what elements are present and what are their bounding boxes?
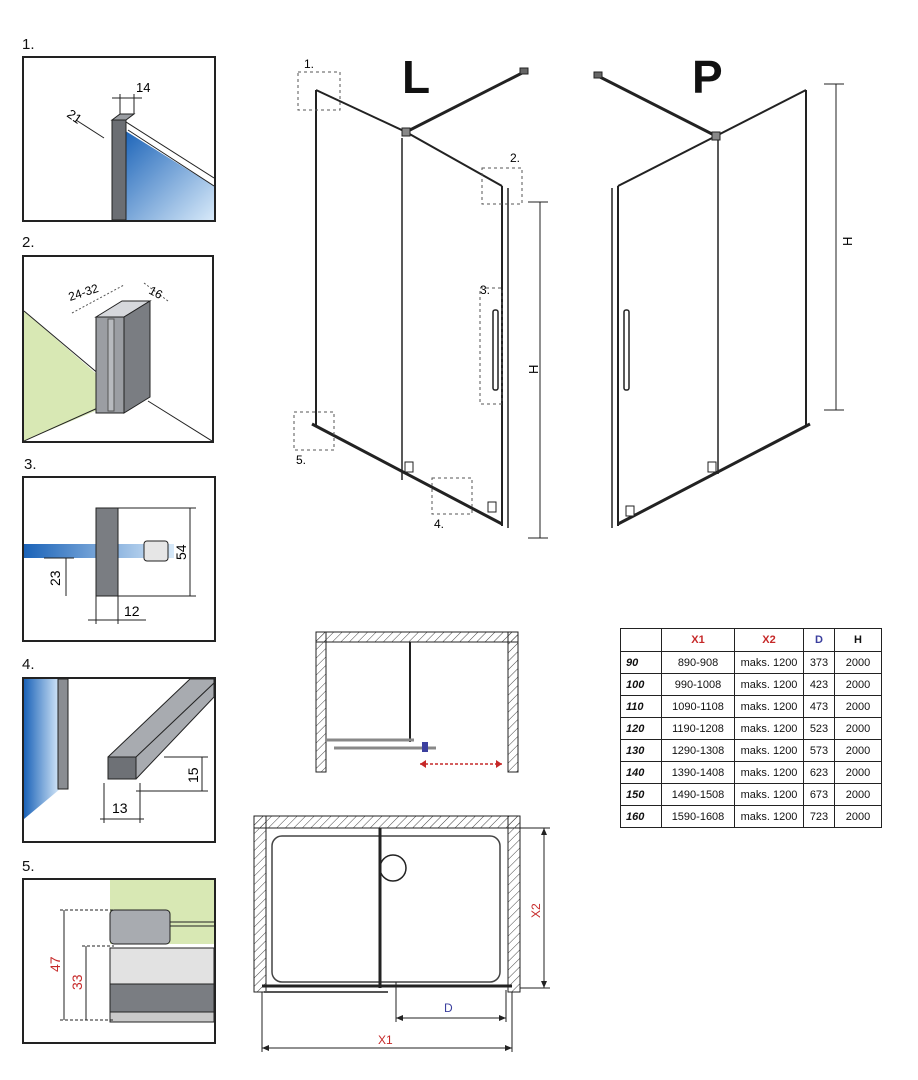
- detail-3-drawing: 54 23 12: [24, 507, 196, 624]
- plan-x1-label: X1: [378, 1033, 393, 1047]
- table-cell-d: 673: [803, 783, 835, 806]
- callout-5-label: 5.: [296, 453, 306, 467]
- table-row: 160 1590-1608 maks. 1200 723 2000: [620, 805, 882, 828]
- table-cell-model: 100: [620, 673, 662, 696]
- table-cell-h: 2000: [834, 739, 882, 762]
- detail-2-number: 2.: [22, 234, 35, 251]
- detail-4-drawing: 15 13: [24, 679, 214, 823]
- detail-5-number: 5.: [22, 858, 35, 875]
- table-cell-x1: 1290-1308: [661, 739, 735, 762]
- table-cell-d: 623: [803, 761, 835, 784]
- detail-2-drawing: 24-32 16: [24, 281, 212, 441]
- table-cell-x2: maks. 1200: [734, 739, 804, 762]
- detail-5-panel: 47 33: [22, 878, 216, 1044]
- table-cell-model: 150: [620, 783, 662, 806]
- detail-3-number: 3.: [24, 456, 37, 473]
- callout-4-label: 4.: [434, 517, 444, 531]
- table-cell-model: 120: [620, 717, 662, 740]
- plan-x2-label: X2: [529, 903, 543, 918]
- left-variant-label: L: [402, 51, 431, 103]
- table-cell-x1: 1590-1608: [661, 805, 735, 828]
- table-cell-h: 2000: [834, 805, 882, 828]
- table-cell-d: 423: [803, 673, 835, 696]
- table-row: 100 990-1008 maks. 1200 423 2000: [620, 673, 882, 696]
- table-cell-h: 2000: [834, 695, 882, 718]
- callout-1-label: 1.: [304, 57, 314, 71]
- table-cell-h: 2000: [834, 651, 882, 674]
- detail-3-dim-54: 54: [173, 544, 189, 560]
- table-cell-d: 573: [803, 739, 835, 762]
- isometric-views: 1. 2. 3. 4. 5. H H: [293, 57, 855, 539]
- right-variant-label: P: [692, 51, 723, 103]
- sliding-top-view: [315, 631, 519, 773]
- table-cell-model: 130: [620, 739, 662, 762]
- detail-4-number: 4.: [22, 656, 35, 673]
- table-cell-x1: 890-908: [661, 651, 735, 674]
- detail-2-panel: 24-32 16: [22, 255, 214, 443]
- detail-4-dim-15: 15: [185, 767, 201, 783]
- detail-2-dim-16: 16: [147, 283, 166, 302]
- table-header-row: X1 X2 D H: [620, 628, 882, 652]
- table-row: 150 1490-1508 maks. 1200 673 2000: [620, 783, 882, 806]
- table-cell-model: 160: [620, 805, 662, 828]
- dimension-table: X1 X2 D H 90 890-908 maks. 1200 373 2000…: [620, 628, 882, 828]
- detail-5-drawing: 47 33: [47, 880, 214, 1023]
- table-cell-x1: 1190-1208: [661, 717, 735, 740]
- detail-5-dim-33: 33: [69, 974, 85, 990]
- table-cell-d: 523: [803, 717, 835, 740]
- table-cell-h: 2000: [834, 717, 882, 740]
- table-cell-d: 473: [803, 695, 835, 718]
- right-enclosure-drawing: [593, 71, 844, 528]
- table-cell-d: 723: [803, 805, 835, 828]
- table-cell-x2: maks. 1200: [734, 761, 804, 784]
- table-cell-model: 90: [620, 651, 662, 674]
- left-height-label: H: [526, 365, 541, 374]
- table-cell-x2: maks. 1200: [734, 651, 804, 674]
- table-cell-x2: maks. 1200: [734, 805, 804, 828]
- table-cell-h: 2000: [834, 673, 882, 696]
- detail-3-dim-12: 12: [124, 603, 140, 619]
- table-cell-x2: maks. 1200: [734, 695, 804, 718]
- table-cell-x2: maks. 1200: [734, 673, 804, 696]
- table-cell-h: 2000: [834, 761, 882, 784]
- table-cell-x1: 1090-1108: [661, 695, 735, 718]
- detail-4-dim-13: 13: [112, 800, 128, 816]
- detail-1-number: 1.: [22, 36, 35, 53]
- detail-3-panel: 54 23 12: [22, 476, 216, 642]
- detail-4-panel: 15 13: [22, 677, 216, 843]
- table-header-x1: X1: [661, 628, 735, 652]
- table-header-h: H: [834, 628, 882, 652]
- detail-1-drawing: 14 21: [64, 80, 214, 220]
- table-cell-h: 2000: [834, 783, 882, 806]
- table-cell-x1: 990-1008: [661, 673, 735, 696]
- table-row: 110 1090-1108 maks. 1200 473 2000: [620, 695, 882, 718]
- detail-1-dim-21: 21: [64, 106, 84, 127]
- table-cell-d: 373: [803, 651, 835, 674]
- table-header-model: [620, 628, 662, 652]
- detail-2-dim-24-32: 24-32: [67, 281, 101, 304]
- table-cell-x1: 1390-1408: [661, 761, 735, 784]
- table-header-d: D: [803, 628, 835, 652]
- detail-5-dim-47: 47: [47, 956, 63, 972]
- table-header-x2: X2: [734, 628, 804, 652]
- table-cell-x1: 1490-1508: [661, 783, 735, 806]
- right-height-label: H: [840, 237, 855, 246]
- left-enclosure-drawing: [293, 67, 548, 539]
- table-cell-model: 110: [620, 695, 662, 718]
- detail-3-dim-23: 23: [47, 570, 63, 586]
- callout-2-label: 2.: [510, 151, 520, 165]
- table-row: 120 1190-1208 maks. 1200 523 2000: [620, 717, 882, 740]
- detail-1-dim-14: 14: [136, 80, 150, 95]
- table-cell-x2: maks. 1200: [734, 783, 804, 806]
- detail-1-panel: 14 21: [22, 56, 216, 222]
- callout-3-label: 3.: [480, 283, 490, 297]
- plan-view: D X1 X2: [253, 815, 550, 1052]
- table-row: 130 1290-1308 maks. 1200 573 2000: [620, 739, 882, 762]
- table-row: 90 890-908 maks. 1200 373 2000: [620, 651, 882, 674]
- table-cell-model: 140: [620, 761, 662, 784]
- plan-d-label: D: [444, 1001, 453, 1015]
- table-row: 140 1390-1408 maks. 1200 623 2000: [620, 761, 882, 784]
- table-cell-x2: maks. 1200: [734, 717, 804, 740]
